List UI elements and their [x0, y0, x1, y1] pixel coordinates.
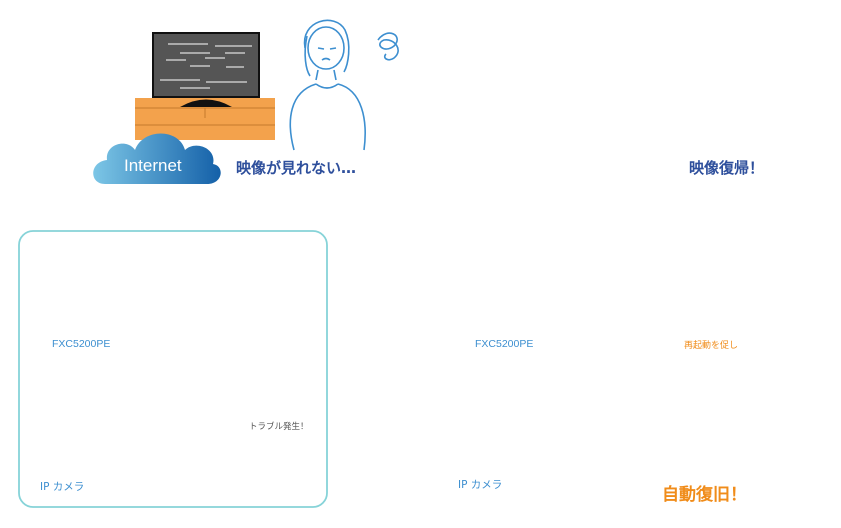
tv-no-signal [152, 32, 260, 107]
after-switch-model-label: FXC5200PE [475, 338, 534, 350]
before-person-caption: 映像が見れない… [236, 159, 357, 177]
recovered-label: 自動復旧！ [662, 485, 747, 505]
after-cloud-label: Internet [545, 156, 603, 175]
before-network-box [18, 230, 328, 508]
after-camera-label: IP カメラ [458, 479, 503, 491]
trouble-callout-text: トラブル発生！ [249, 422, 309, 432]
before-switch-model-label: FXC5200PE [52, 338, 111, 350]
before-camera-label: IP カメラ [40, 481, 85, 493]
after-person-caption: 映像復帰！ [689, 159, 765, 177]
troubled-person-illustration [289, 19, 399, 151]
before-cloud-label: Internet [124, 156, 182, 175]
reboot-label: 再起動を促し [684, 341, 739, 351]
